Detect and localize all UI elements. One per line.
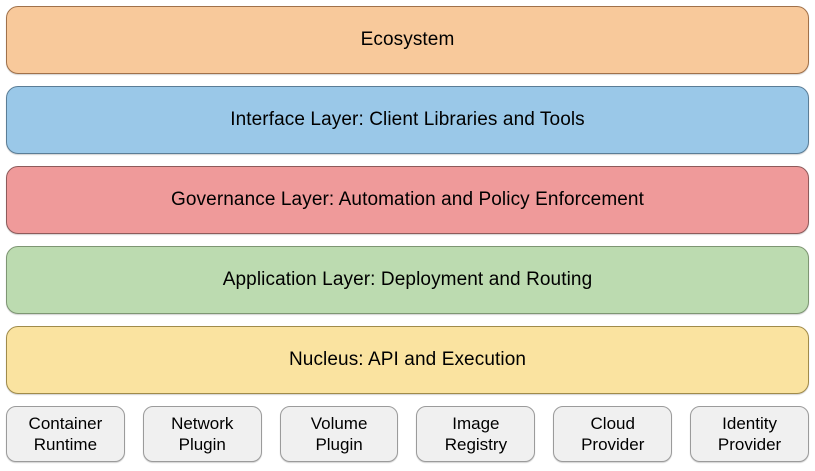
- layer-bar-ecosystem: Ecosystem: [6, 6, 809, 74]
- layer-label-application-layer: Application Layer: Deployment and Routin…: [222, 269, 593, 290]
- foundation-label-network-plugin-line2: Plugin: [178, 435, 226, 454]
- foundation-box-container-runtime: Container Runtime: [6, 406, 125, 462]
- foundation-label-image-registry-line2: Registry: [444, 435, 508, 454]
- layer-label-governance-layer: Governance Layer: Automation and Policy …: [171, 189, 644, 210]
- layer-stack: Ecosystem Interface Layer: Client Librar…: [6, 6, 809, 394]
- foundation-box-network-plugin: Network Plugin: [142, 406, 262, 462]
- foundation-box-volume-plugin: Volume Plugin: [279, 406, 399, 462]
- foundation-label-volume-plugin-line1: Volume: [310, 414, 368, 433]
- layer-label-nucleus-layer: Nucleus: API and Execution: [288, 349, 527, 370]
- foundation-label-container-runtime-line2: Runtime: [33, 435, 98, 454]
- foundation-label-image-registry-line1: Image: [452, 414, 500, 433]
- foundation-row: Container Runtime Network Plugin Volume …: [6, 406, 809, 462]
- foundation-box-image-registry: Image Registry: [416, 406, 536, 462]
- foundation-box-identity-provider: Identity Provider: [690, 406, 809, 462]
- foundation-box-cloud-provider: Cloud Provider: [553, 406, 673, 462]
- layer-bar-nucleus-layer: Nucleus: API and Execution: [6, 326, 809, 394]
- layer-bar-application-layer: Application Layer: Deployment and Routin…: [6, 246, 809, 314]
- foundation-label-volume-plugin-line2: Plugin: [315, 435, 363, 454]
- layer-bar-governance-layer: Governance Layer: Automation and Policy …: [6, 166, 809, 234]
- layer-label-interface-layer: Interface Layer: Client Libraries and To…: [230, 109, 585, 130]
- layer-label-ecosystem: Ecosystem: [360, 29, 455, 50]
- foundation-label-network-plugin-line1: Network: [171, 414, 234, 433]
- foundation-label-container-runtime-line1: Container: [28, 414, 103, 433]
- foundation-label-cloud-provider-line1: Cloud: [590, 414, 635, 433]
- layer-bar-interface-layer: Interface Layer: Client Libraries and To…: [6, 86, 809, 154]
- foundation-label-identity-provider-line2: Provider: [717, 435, 782, 454]
- foundation-label-cloud-provider-line2: Provider: [581, 435, 645, 454]
- foundation-label-identity-provider-line1: Identity: [722, 414, 777, 433]
